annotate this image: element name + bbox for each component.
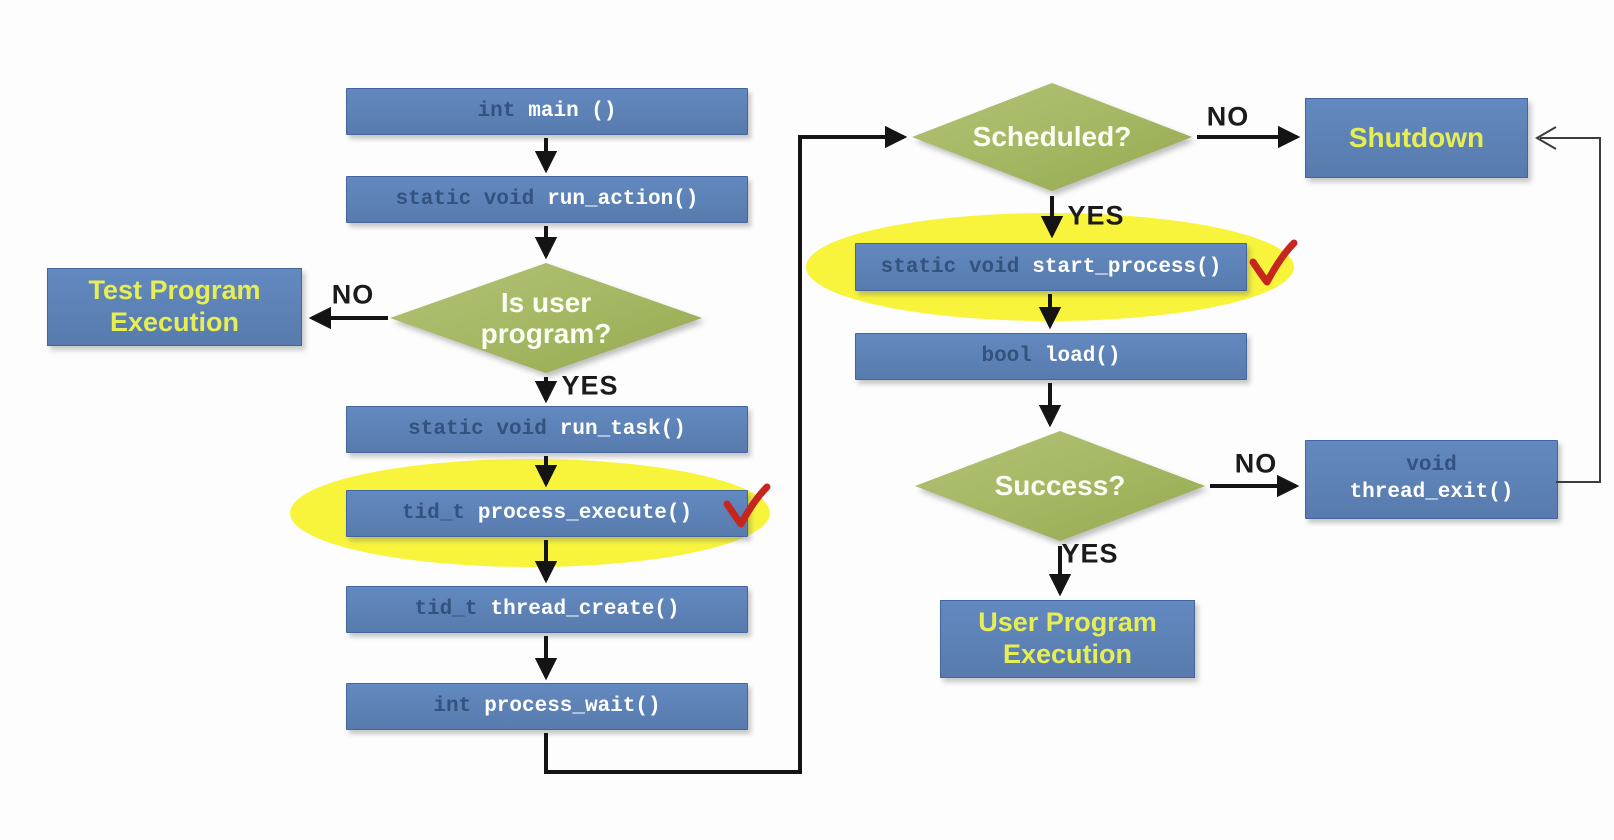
code-keyword: static void [395,188,535,211]
connector-process-wait-to-scheduled [544,125,908,774]
code-keyword: bool [981,345,1032,368]
edge-label-yes-scheduled: YES [1067,200,1125,231]
connector-thread-exit-to-shutdown [1540,137,1601,483]
edge-label-no-success: NO [1234,448,1278,479]
decision-is-user-program: Is user program? [390,263,702,373]
code-keyword: int [433,695,472,718]
decision-success: Success? [915,431,1205,541]
terminal-label: Test Program Execution [88,275,261,337]
code-function: thread_exit() [1349,480,1514,504]
code-keyword: void [1406,454,1457,478]
node-thread-create: tid_t thread_create() [346,586,748,633]
node-test-program-execution: Test Program Execution [47,268,302,346]
code-keyword: static void [408,418,547,441]
edge-label-no-is-user-program: NO [331,279,375,310]
node-run-task: static void run_task() [346,406,748,453]
node-shutdown: Shutdown [1305,98,1528,178]
decision-scheduled: Scheduled? [912,83,1192,191]
code-function: run_task() [559,418,686,441]
decision-label: Scheduled? [972,121,1132,153]
node-load: bool load() [855,333,1247,380]
node-main: int main () [346,88,748,135]
code-keyword: static void [880,255,1020,279]
code-keyword: tid_t [414,598,478,621]
code-function: thread_create() [490,598,680,621]
node-start-process: static void start_process() [855,243,1247,291]
open-arrowhead-icon [1535,126,1557,150]
edge-label-yes-is-user-program: YES [561,370,619,401]
node-thread-exit: void thread_exit() [1305,440,1558,519]
terminal-label: User Program Execution [978,607,1157,669]
node-user-program-execution: User Program Execution [940,600,1195,678]
terminal-label: Shutdown [1348,122,1485,154]
decision-label: Is user program? [480,286,612,349]
code-function: process_execute() [477,502,693,525]
node-run-action: static void run_action() [346,176,748,223]
code-keyword: tid_t [401,502,465,525]
code-function: main () [528,100,617,123]
edge-label-no-scheduled: NO [1206,101,1250,132]
decision-label: Success? [994,470,1126,502]
edge-label-yes-success: YES [1061,538,1119,569]
node-process-wait: int process_wait() [346,683,748,730]
code-function: start_process() [1032,255,1222,279]
code-function: load() [1044,345,1121,368]
code-keyword: int [477,100,516,123]
node-process-execute: tid_t process_execute() [346,490,748,537]
code-function: process_wait() [484,695,661,718]
code-function: run_action() [547,188,699,211]
